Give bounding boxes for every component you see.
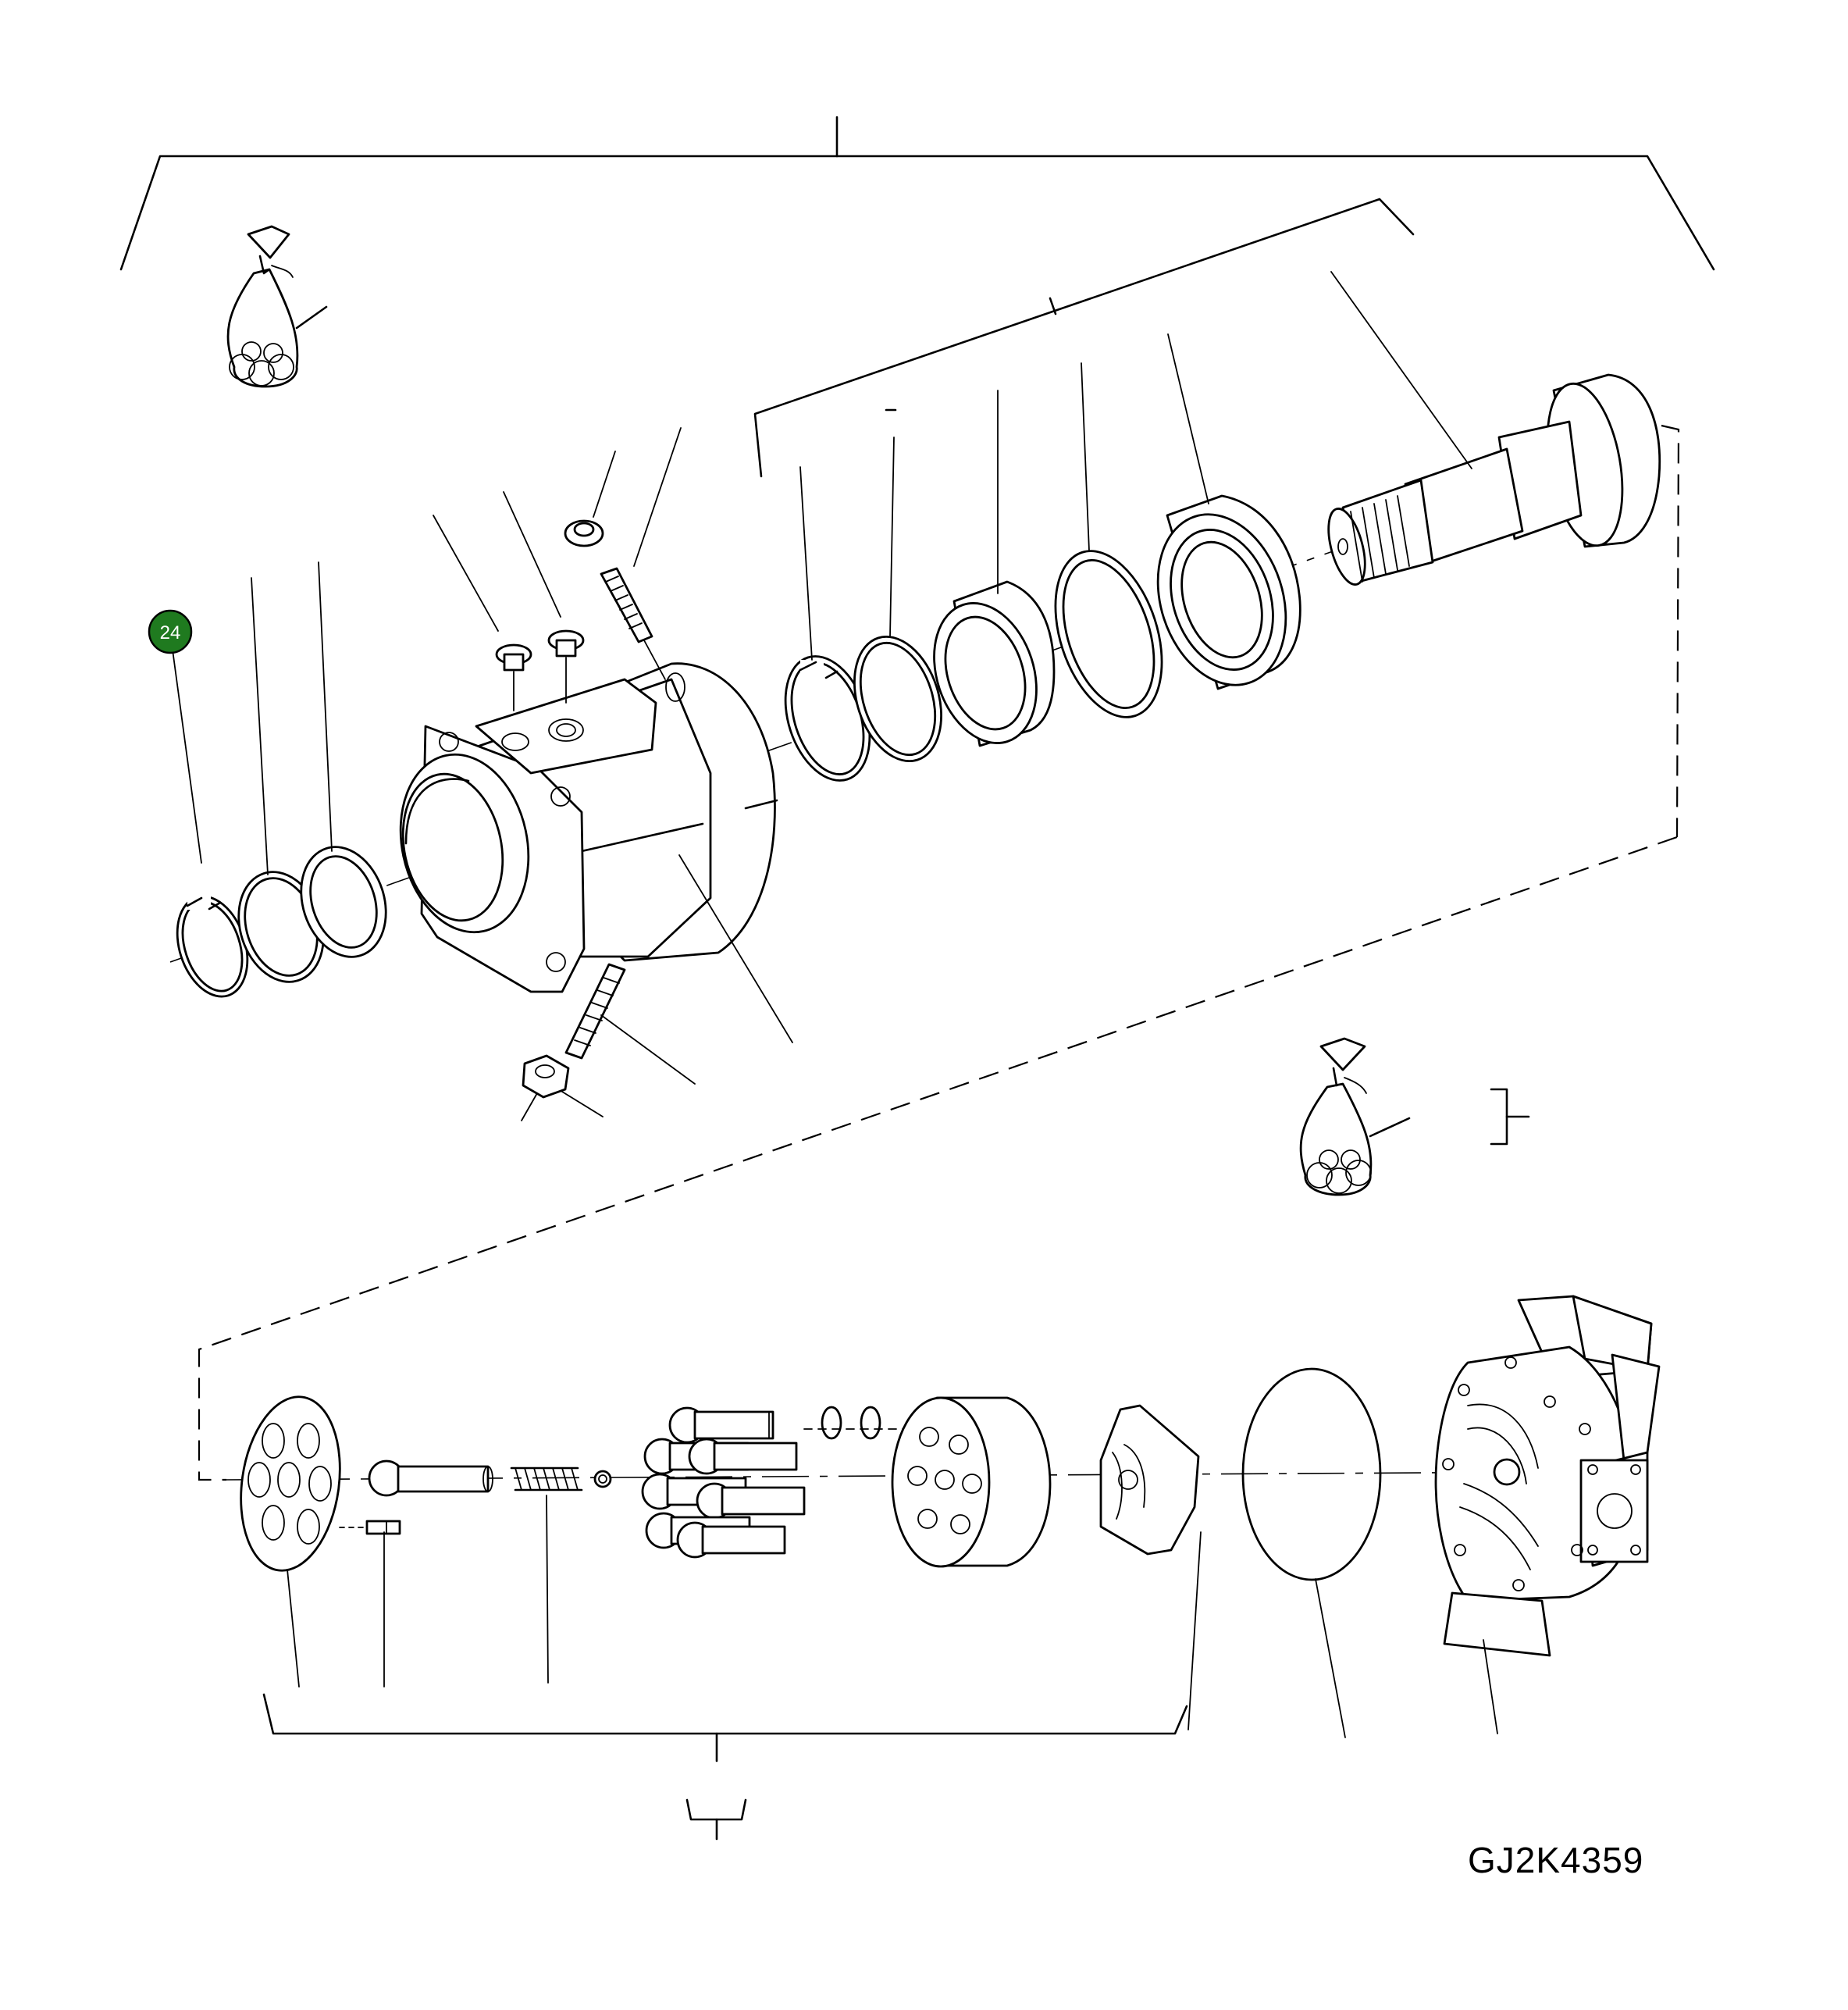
callout-label-24: 24 xyxy=(160,622,181,643)
port-plate-cover xyxy=(1434,1295,1661,1657)
shaft-seal xyxy=(300,846,387,958)
large-o-ring xyxy=(1241,1367,1382,1581)
roller-bearing xyxy=(933,580,1056,747)
cylinder-block xyxy=(891,1396,1052,1568)
seal-kit-bag-icon-2 xyxy=(1299,1037,1530,1196)
ball-bearing xyxy=(1156,494,1301,690)
leader-lines-bottom xyxy=(287,1495,1498,1738)
shim-ring xyxy=(853,635,942,763)
subassembly-dashed-outline xyxy=(198,424,1680,1481)
leader-lines-top xyxy=(169,271,1472,1121)
top-group-bracket xyxy=(119,116,1715,271)
spacer-ring xyxy=(1054,550,1163,718)
motor-housing xyxy=(399,662,778,993)
figure-code: GJ2K4359 xyxy=(1468,1840,1644,1880)
lock-nut xyxy=(564,519,604,547)
bottom-assembly-centerline xyxy=(226,1471,1562,1481)
seal-kit-bag-icon xyxy=(226,225,328,388)
shaft-group-bracket xyxy=(753,198,1415,478)
lock-nut-lower xyxy=(522,1054,570,1099)
bottom-group-bracket xyxy=(262,1693,1188,1841)
center-pin xyxy=(368,1459,493,1497)
cap-screw xyxy=(339,1520,401,1535)
callout-24[interactable]: 24 xyxy=(148,609,193,654)
control-lens xyxy=(1099,1404,1200,1556)
setting-screw-lower xyxy=(564,963,626,1060)
retaining-plate xyxy=(240,1395,341,1572)
piston-set xyxy=(641,1406,806,1559)
plug-screw-2 xyxy=(547,629,585,704)
compression-spring xyxy=(510,1467,612,1491)
o-ring-small xyxy=(803,1406,914,1440)
plug-screw xyxy=(495,643,532,711)
setting-screw xyxy=(600,567,666,680)
drive-shaft xyxy=(1327,373,1661,586)
